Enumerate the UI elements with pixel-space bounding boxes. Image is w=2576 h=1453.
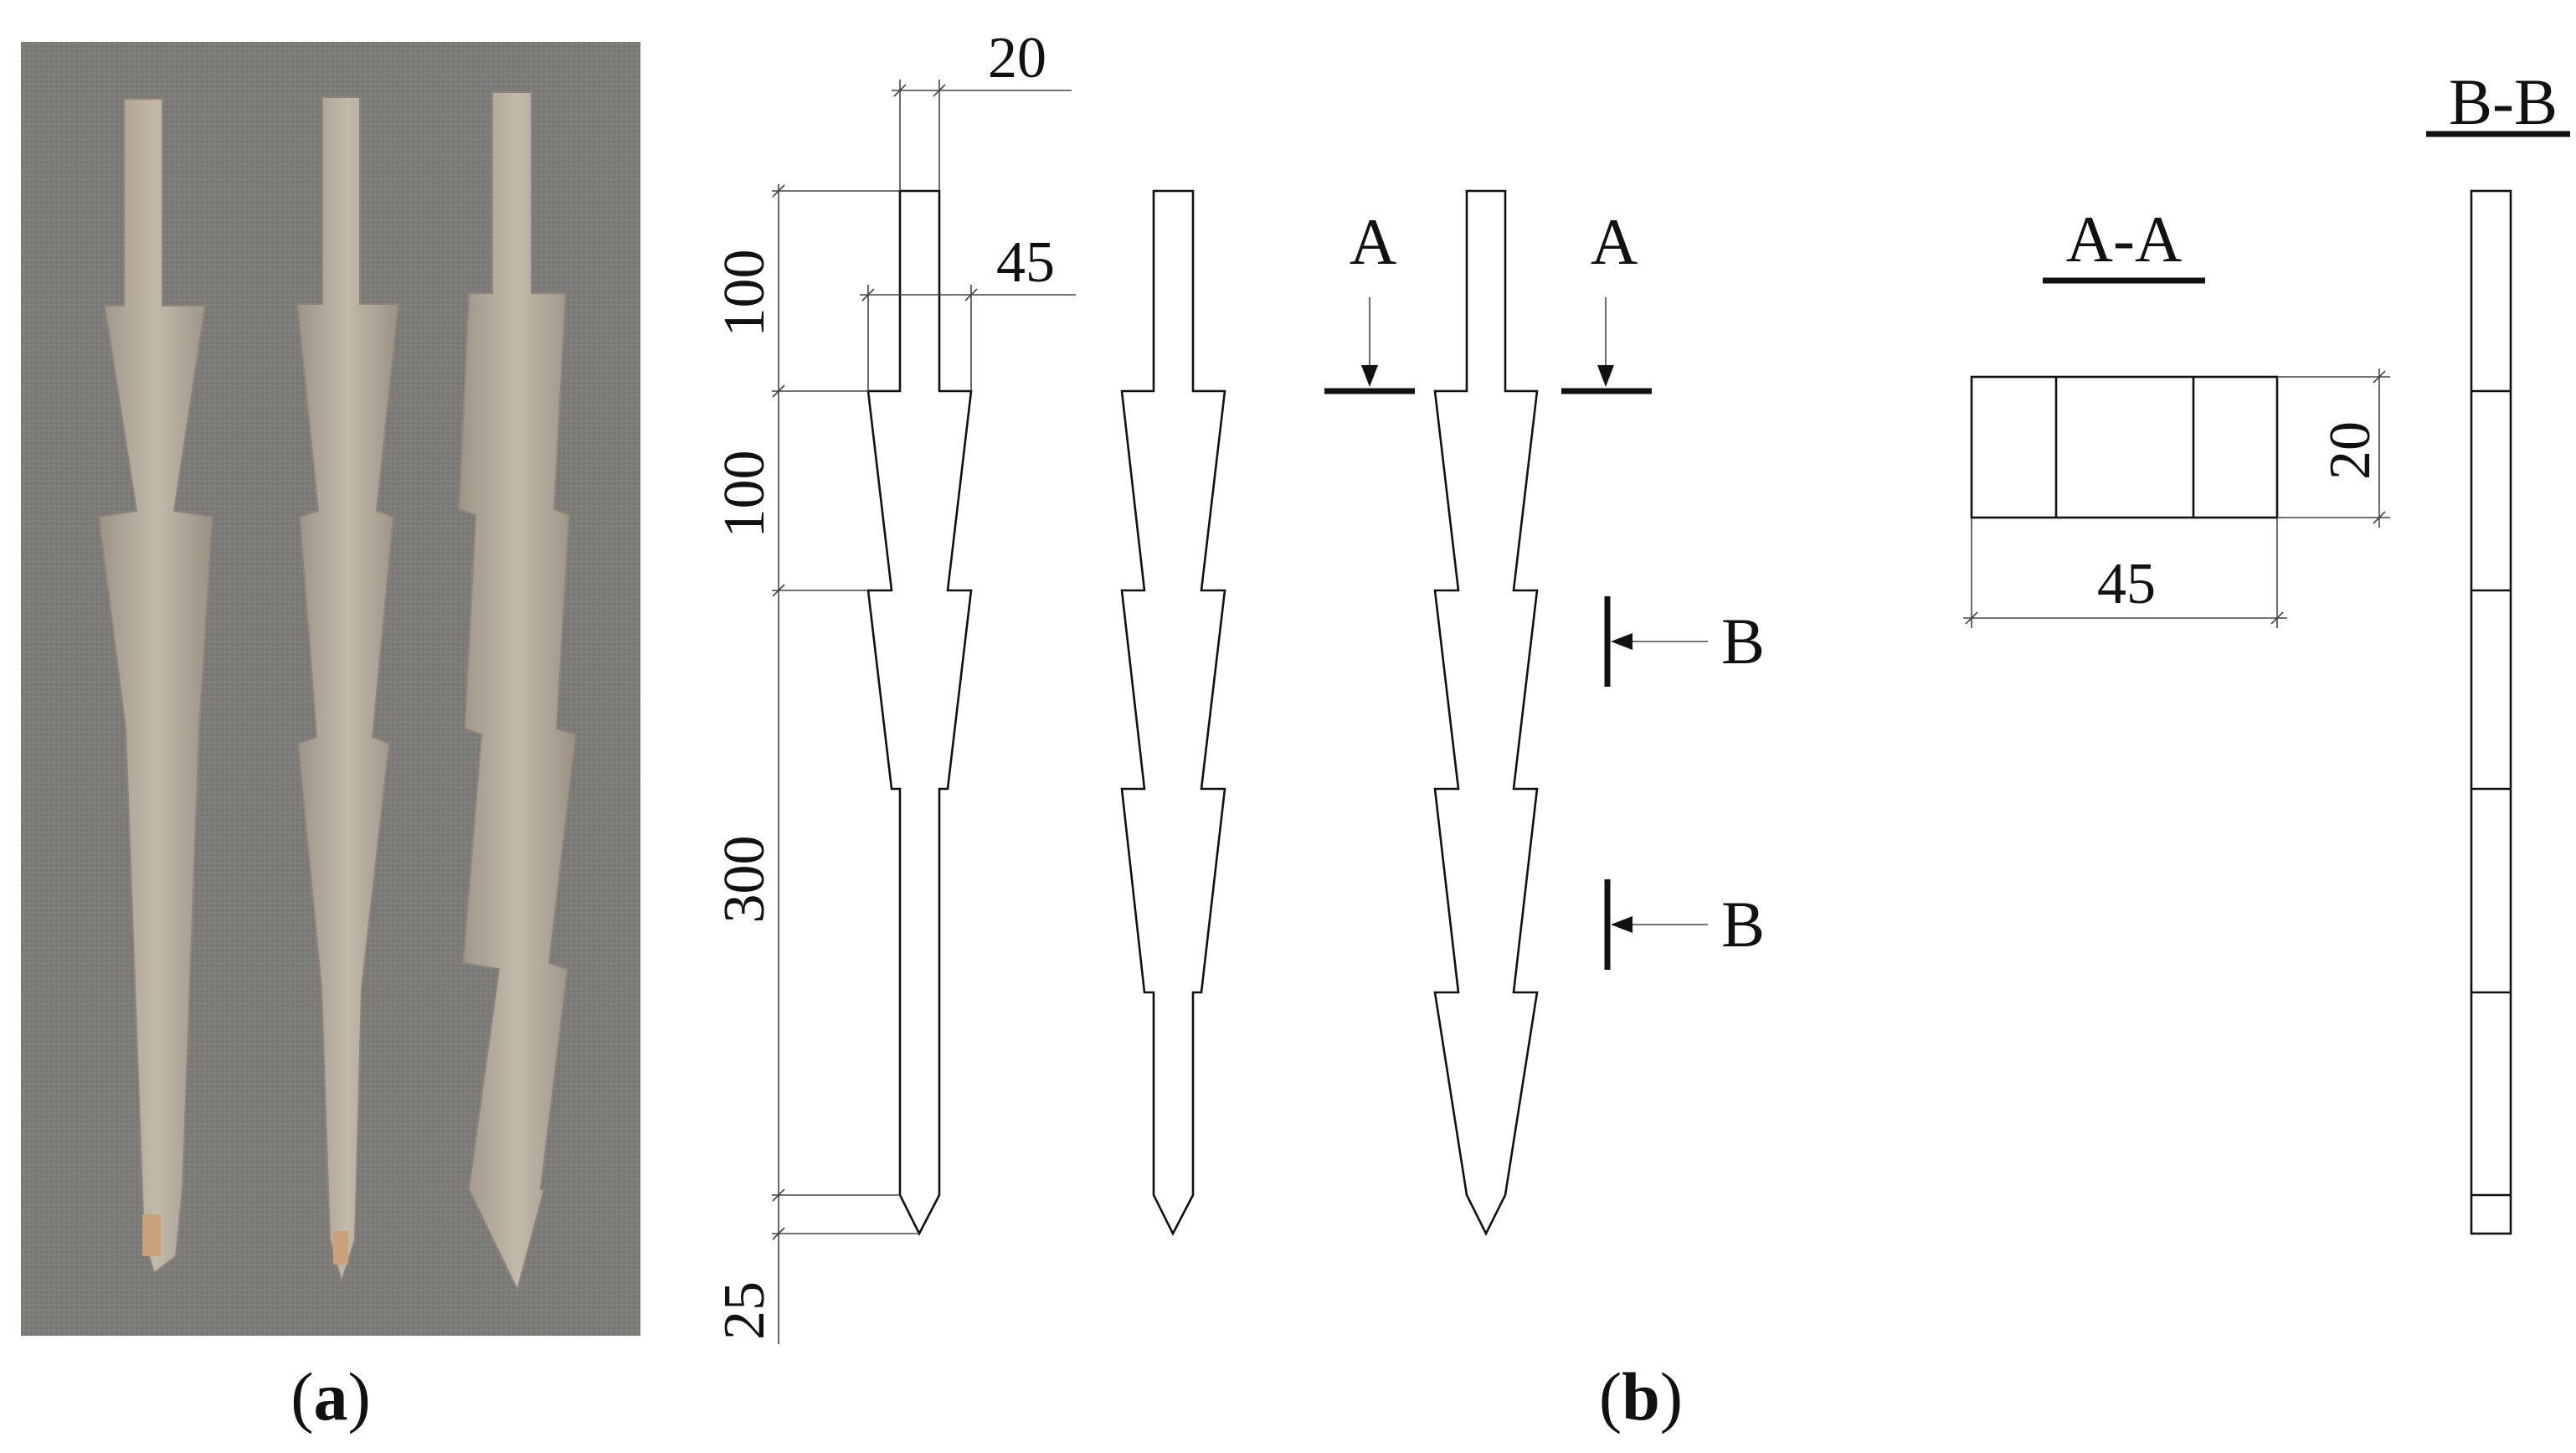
title-section-aa: A-A xyxy=(2066,203,2183,276)
label-seg2-length: 100 xyxy=(712,451,777,538)
label-tip-length: 25 xyxy=(712,1281,777,1340)
label-section-a-left: A xyxy=(1350,205,1396,278)
photo-panel xyxy=(21,42,640,1336)
section-aa-view xyxy=(1970,375,2279,519)
stake-2-tip xyxy=(333,1231,348,1265)
stake-1-outline xyxy=(866,189,973,1236)
label-section-width: 45 xyxy=(2097,552,2156,616)
section-a-marker-left xyxy=(1324,297,1415,394)
stake-3-outline xyxy=(1433,189,1539,1236)
label-top-width: 20 xyxy=(988,26,1046,90)
wooden-stake-1 xyxy=(97,98,214,1275)
label-section-thickness: 20 xyxy=(2318,421,2383,480)
caption-a: (a) xyxy=(291,1358,371,1435)
section-bb-view xyxy=(2470,189,2512,1235)
section-a-marker-right xyxy=(1561,297,1652,394)
wooden-stake-3 xyxy=(457,91,578,1292)
label-section-a-right: A xyxy=(1591,205,1638,278)
label-seg1-length: 100 xyxy=(712,250,777,337)
dimension-section-width xyxy=(1963,518,2287,628)
caption-b: (b) xyxy=(1599,1358,1683,1435)
dimension-section-thickness xyxy=(2277,368,2390,528)
label-section-b-lower: B xyxy=(1721,888,1765,961)
dimension-top-width xyxy=(892,80,1072,191)
section-b-marker-lower xyxy=(1604,879,1708,970)
stake-1-tip xyxy=(142,1214,161,1256)
label-wing-width: 45 xyxy=(996,230,1055,295)
dimension-wing-width xyxy=(860,285,1076,391)
label-seg3-length: 300 xyxy=(712,836,777,924)
stake-2-outline xyxy=(1120,189,1226,1236)
section-b-marker-upper xyxy=(1604,596,1708,687)
dimension-vertical-chain xyxy=(772,184,919,1344)
title-section-bb: B-B xyxy=(2449,65,2558,138)
label-section-b-upper: B xyxy=(1721,605,1765,678)
